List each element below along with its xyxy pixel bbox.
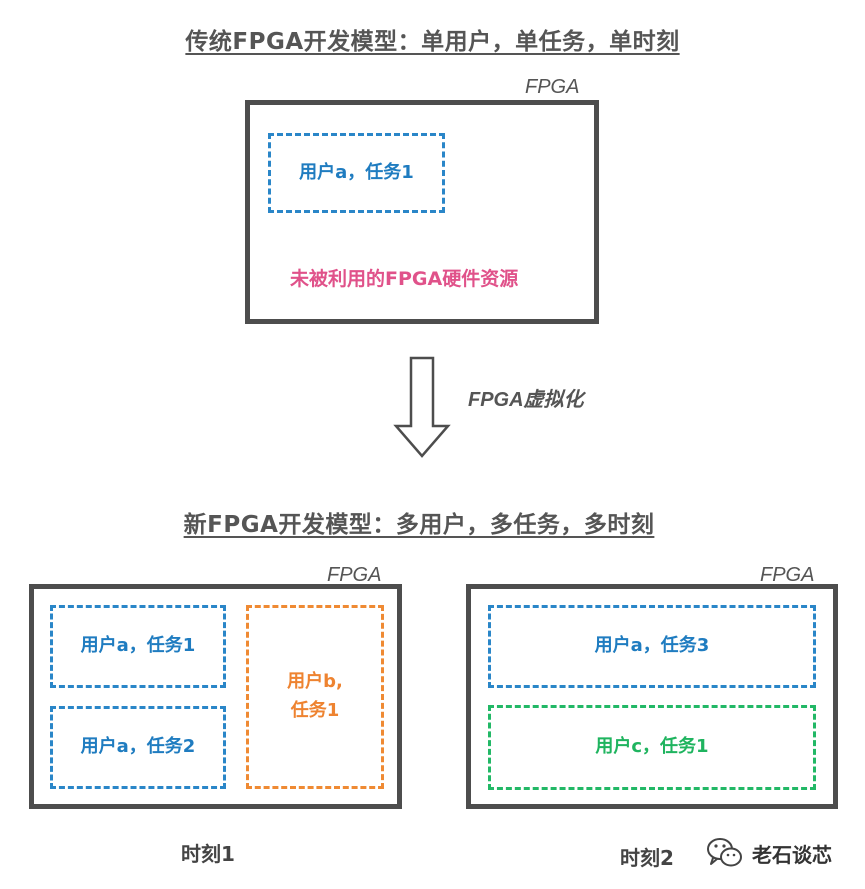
moment2-fpga-box (466, 584, 838, 809)
moment2-task-user-c-1: 用户c，任务1 (488, 705, 816, 790)
moment1-task2-label: 用户a，任务2 (80, 736, 196, 758)
top-task-user-a-1: 用户a，任务1 (268, 133, 445, 213)
moment1-fpga-box (29, 584, 402, 809)
moment2-label: 时刻2 (620, 846, 674, 870)
moment1-task1-label: 用户a，任务1 (80, 635, 196, 657)
moment1-taskb-label: 用户b, 任务1 (287, 668, 343, 726)
moment1-task-user-b-1: 用户b, 任务1 (246, 605, 384, 789)
top-title: 传统FPGA开发模型：单用户，单任务，单时刻 (185, 29, 680, 55)
moment1-task-user-a-2: 用户a，任务2 (50, 706, 226, 789)
top-fpga-box (245, 100, 599, 324)
down-arrow-icon (393, 356, 451, 458)
moment2-fpga-label: FPGA (760, 564, 815, 586)
moment2-task-user-a-3: 用户a，任务3 (488, 605, 816, 688)
virtualization-label: FPGA虚拟化 (468, 389, 584, 411)
bottom-title: 新FPGA开发模型：多用户，多任务，多时刻 (183, 512, 655, 538)
moment2-task1-label: 用户a，任务3 (594, 635, 710, 657)
unused-resources-label: 未被利用的FPGA硬件资源 (290, 268, 519, 290)
top-fpga-label: FPGA (525, 76, 580, 98)
moment1-fpga-label: FPGA (327, 564, 382, 586)
moment1-task-user-a-1: 用户a，任务1 (50, 605, 226, 688)
watermark-text: 老石谈芯 (752, 843, 832, 867)
top-task-label: 用户a，任务1 (299, 161, 414, 183)
taskb-line1: 用户b, (287, 671, 343, 693)
taskb-line2: 任务1 (290, 700, 340, 721)
moment1-label: 时刻1 (181, 842, 235, 866)
wechat-icon (707, 838, 742, 867)
moment2-task2-label: 用户c，任务1 (595, 736, 709, 758)
